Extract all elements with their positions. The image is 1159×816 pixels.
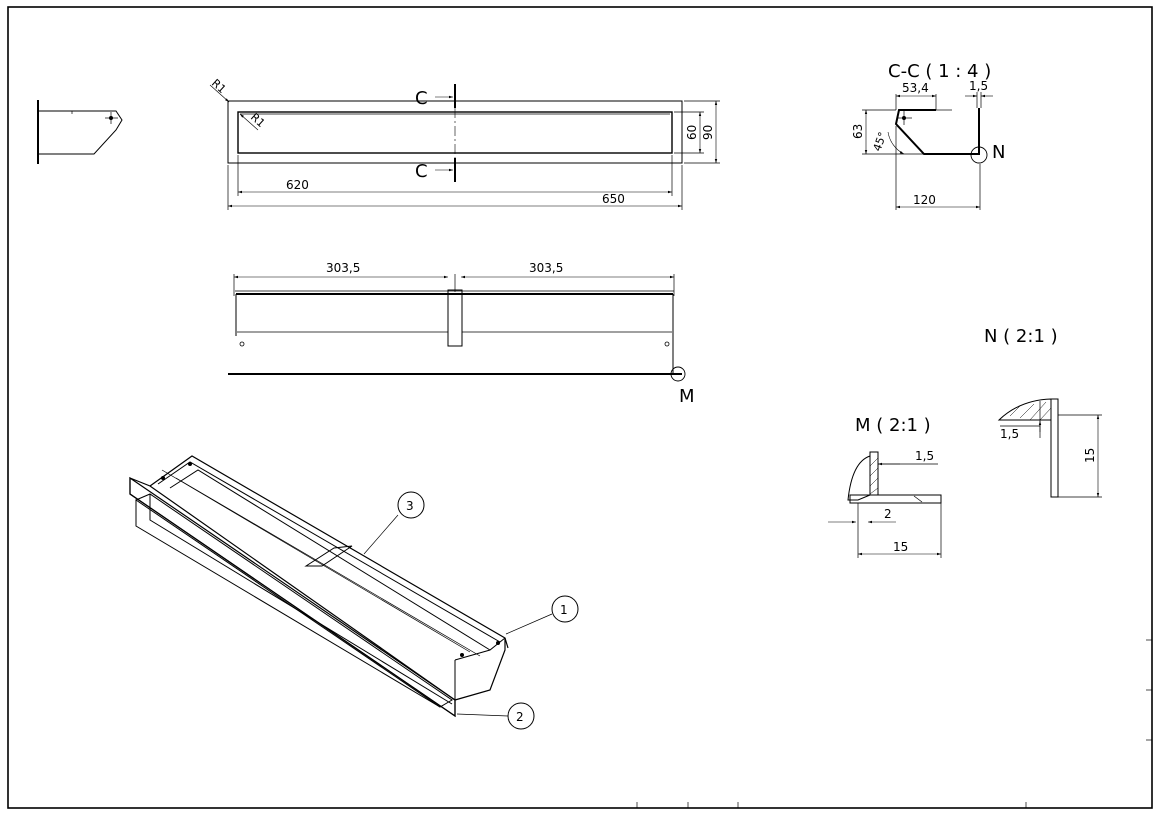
detail-mark-m: M xyxy=(679,386,695,407)
side-view xyxy=(37,100,123,164)
isometric-view: 3 1 2 xyxy=(129,455,579,730)
balloon-1: 1 xyxy=(560,603,568,617)
dim-1-5-n: 1,5 xyxy=(1000,427,1019,441)
balloon-3: 3 xyxy=(406,499,414,513)
section-cc-title: C-C ( 1 : 4 ) xyxy=(888,61,991,82)
detail-m-title: M ( 2:1 ) xyxy=(855,415,931,436)
detail-mark-n: N xyxy=(992,142,1005,163)
dim-303-5-left: 303,5 xyxy=(326,261,360,275)
front-view: C C R1 R1 620 650 60 90 xyxy=(209,77,720,210)
dim-1-5-m: 1,5 xyxy=(915,449,934,463)
balloon-2: 2 xyxy=(516,710,524,724)
dim-53-4: 53,4 xyxy=(902,81,929,95)
radius-outer-label: R1 xyxy=(209,77,229,96)
top-view: 303,5 303,5 M xyxy=(228,261,695,407)
detail-m-view: M ( 2:1 ) 1,5 15 2 xyxy=(828,415,942,558)
dim-303-5-right: 303,5 xyxy=(529,261,563,275)
detail-n-view: N ( 2:1 ) 15 1,5 xyxy=(984,326,1102,498)
detail-n-title: N ( 2:1 ) xyxy=(984,326,1058,347)
dim-2-m: 2 xyxy=(884,507,892,521)
dim-650: 650 xyxy=(602,192,625,206)
section-mark-c-lower: C xyxy=(415,161,428,182)
dim-15-m: 15 xyxy=(893,540,908,554)
section-mark-c-upper: C xyxy=(415,88,428,109)
dim-63: 63 xyxy=(851,124,865,139)
dim-60: 60 xyxy=(685,125,699,140)
dim-120: 120 xyxy=(913,193,936,207)
frame-ticks xyxy=(636,639,1152,808)
dim-90: 90 xyxy=(701,125,715,140)
sheet-frame xyxy=(7,6,1153,809)
dim-1-5-cc: 1,5 xyxy=(969,79,988,93)
dim-620: 620 xyxy=(286,178,309,192)
dim-45-deg: 45° xyxy=(871,130,890,153)
dim-15-n: 15 xyxy=(1083,448,1097,463)
radius-inner-label: R1 xyxy=(248,111,268,130)
section-cc-view: C-C ( 1 : 4 ) N 53,4 1,5 63 45° 120 xyxy=(851,61,1005,210)
